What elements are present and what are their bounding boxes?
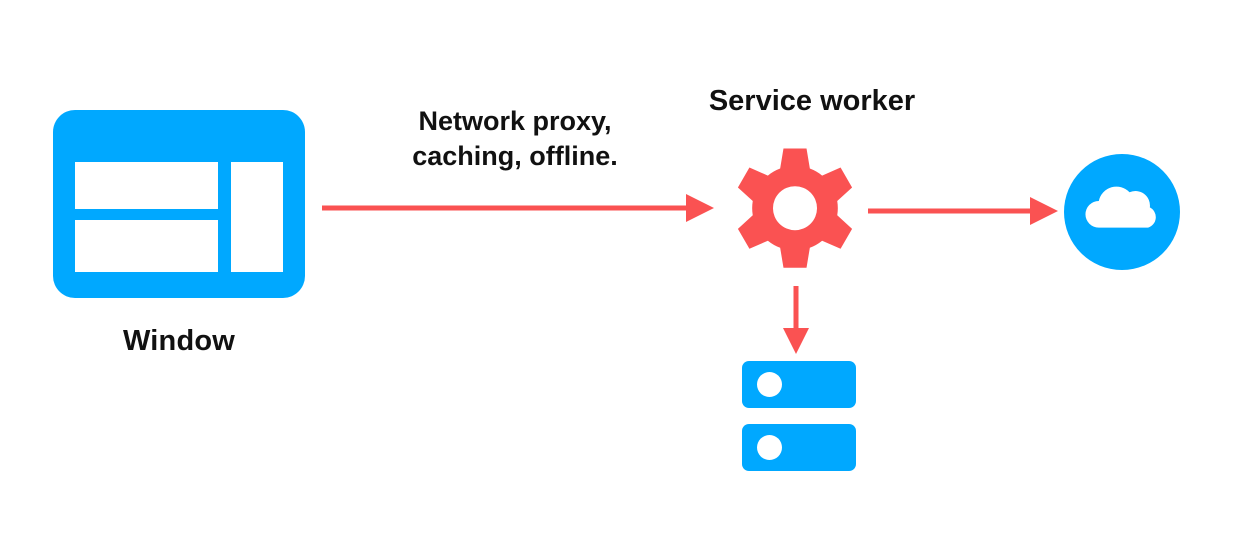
window-label: Window bbox=[122, 325, 236, 357]
service-worker-label: Service worker bbox=[708, 85, 916, 117]
window-pane-bottom bbox=[75, 220, 218, 272]
cloud-node[interactable] bbox=[1064, 154, 1180, 270]
gear-icon bbox=[737, 148, 853, 268]
arrow-window-to-service-worker bbox=[322, 194, 714, 222]
arrow-service-worker-to-cloud bbox=[868, 197, 1058, 225]
proxy-caption-line-2: caching, offline. bbox=[412, 140, 618, 171]
storage-indicator-icon bbox=[757, 372, 782, 397]
browser-window-icon bbox=[53, 110, 305, 298]
storage-bar-bottom bbox=[742, 424, 856, 471]
arrow-service-worker-to-storage bbox=[783, 286, 809, 354]
storage-indicator-icon bbox=[757, 435, 782, 460]
window-node[interactable] bbox=[53, 110, 305, 298]
cloud-icon bbox=[1064, 154, 1180, 270]
window-pane-top bbox=[75, 162, 218, 209]
service-worker-node[interactable] bbox=[731, 146, 859, 274]
window-pane-side bbox=[231, 162, 283, 272]
storage-bar-top bbox=[742, 361, 856, 408]
storage-node[interactable] bbox=[742, 361, 856, 471]
proxy-caption: Network proxy, caching, offline. bbox=[355, 104, 675, 173]
proxy-caption-line-1: Network proxy, bbox=[418, 106, 612, 136]
